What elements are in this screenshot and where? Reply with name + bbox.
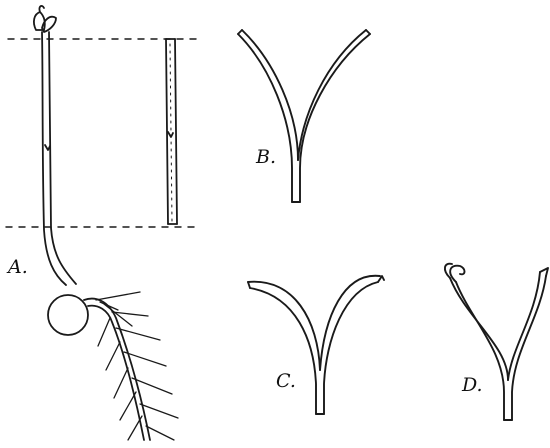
label-b: B. xyxy=(256,148,276,167)
seedling-a xyxy=(34,6,178,440)
split-stem-c xyxy=(248,276,384,414)
split-stem-b xyxy=(238,30,370,202)
seed-bulb xyxy=(48,295,88,335)
stem-segment xyxy=(166,39,177,224)
split-stem-d xyxy=(445,264,548,420)
label-a: A. xyxy=(8,258,28,277)
seedling-leaves xyxy=(34,6,56,32)
label-d: D. xyxy=(462,376,483,395)
label-c: C. xyxy=(276,372,296,391)
